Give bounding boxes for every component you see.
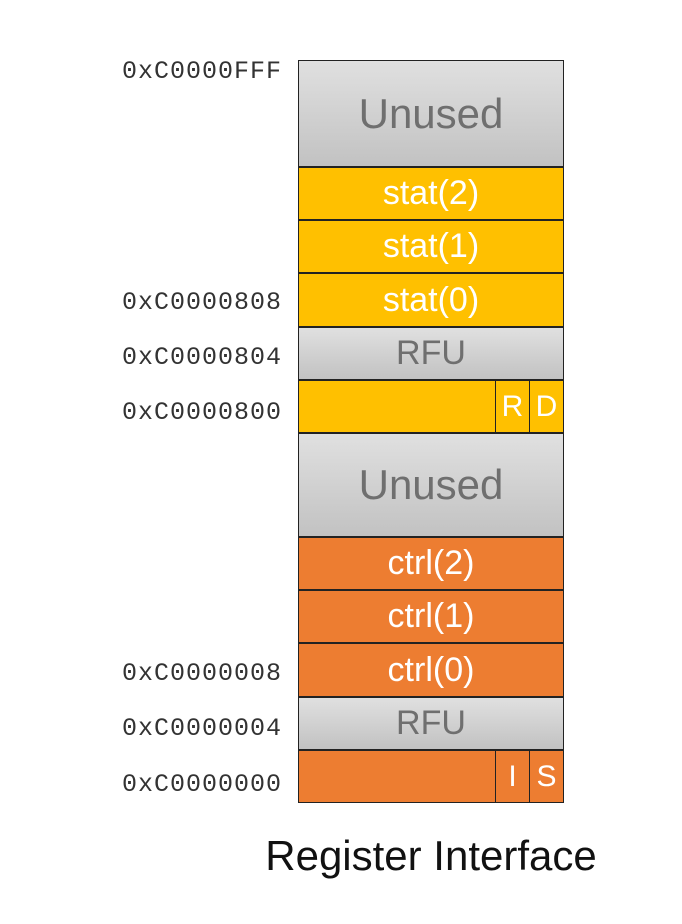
flag-i: I — [495, 751, 529, 802]
address-label-c0000808: 0xC0000808 — [121, 288, 282, 317]
flag-s-label: S — [536, 759, 557, 793]
ctrl-1-register: ctrl(1) — [298, 590, 564, 643]
ctrl-1-label: ctrl(1) — [387, 597, 475, 635]
stat-2-label: stat(2) — [382, 174, 480, 212]
status-unused-block: Unused — [298, 60, 564, 167]
status-rfu-register: RFU — [298, 327, 564, 380]
flag-d: D — [529, 381, 563, 432]
status-rfu-label: RFU — [396, 334, 466, 372]
ctrl-0-register: ctrl(0) — [298, 643, 564, 697]
status-flags-spacer — [299, 381, 495, 432]
stat-2-register: stat(2) — [298, 167, 564, 220]
status-unused-label: Unused — [358, 89, 504, 137]
stat-1-register: stat(1) — [298, 220, 564, 273]
flag-i-label: I — [508, 759, 517, 793]
address-label-c0000fff: 0xC0000FFF — [121, 57, 282, 86]
stat-0-register: stat(0) — [298, 273, 564, 327]
stat-1-label: stat(1) — [382, 227, 480, 265]
address-label-c0000000: 0xC0000000 — [121, 770, 282, 799]
address-label-c0000008: 0xC0000008 — [121, 659, 282, 688]
control-rfu-register: RFU — [298, 697, 564, 750]
flag-d-label: D — [535, 389, 558, 423]
ctrl-2-label: ctrl(2) — [387, 544, 475, 582]
control-rfu-label: RFU — [396, 704, 466, 742]
ctrl-2-register: ctrl(2) — [298, 537, 564, 590]
control-unused-block: Unused — [298, 433, 564, 537]
diagram-caption: Register Interface — [265, 832, 597, 879]
ctrl-0-label: ctrl(0) — [387, 650, 475, 689]
stat-0-label: stat(0) — [382, 280, 480, 319]
address-label-c0000004: 0xC0000004 — [121, 714, 282, 743]
address-label-c0000800: 0xC0000800 — [121, 398, 282, 427]
control-unused-label: Unused — [358, 461, 504, 508]
flag-r-label: R — [501, 389, 524, 423]
control-flags-register: I S — [298, 750, 564, 803]
address-label-c0000804: 0xC0000804 — [121, 343, 282, 372]
control-flags-spacer — [299, 751, 495, 802]
flag-r: R — [495, 381, 529, 432]
status-flags-register: R D — [298, 380, 564, 433]
flag-s: S — [529, 751, 563, 802]
